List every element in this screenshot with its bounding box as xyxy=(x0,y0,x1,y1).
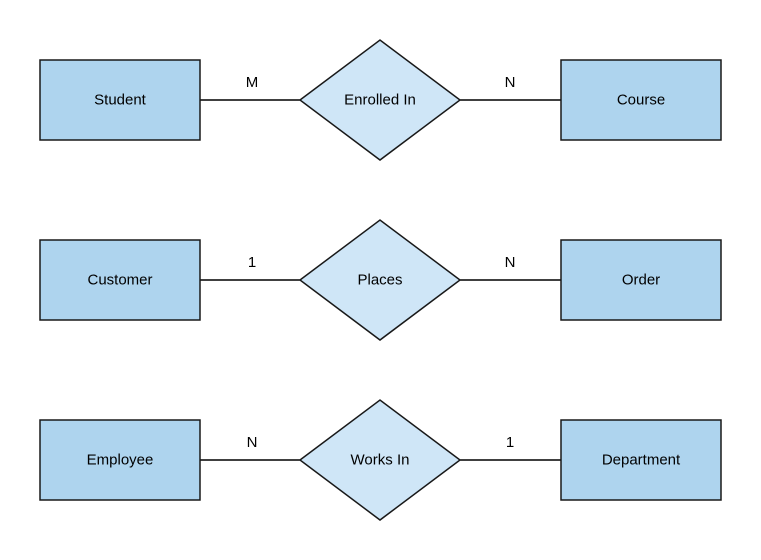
cardinality-label-left: 1 xyxy=(248,254,256,271)
relationship-label-enrolled-in: Enrolled In xyxy=(344,92,416,109)
entity-label-course: Course xyxy=(617,92,665,109)
er-row-employee-department: Employee Works In Department N 1 xyxy=(39,399,722,521)
entity-box-order xyxy=(560,239,722,321)
entity-box-employee xyxy=(39,419,201,501)
relationship-diamond-works-in xyxy=(298,399,462,521)
cardinality-label-left: M xyxy=(246,74,259,91)
entity-label-department: Department xyxy=(602,452,681,469)
cardinality-label-left: N xyxy=(247,434,258,451)
er-row-student-course: Student Enrolled In Course M N xyxy=(39,39,722,161)
cardinality-label-right: 1 xyxy=(506,434,514,451)
relationship-diamond-places xyxy=(298,219,462,341)
cardinality-label-right: N xyxy=(505,254,516,271)
entity-box-customer xyxy=(39,239,201,321)
relationship-label-places: Places xyxy=(357,272,402,289)
relationship-diamond-enrolled-in xyxy=(298,39,462,161)
entity-label-order: Order xyxy=(622,272,660,289)
relationship-label-works-in: Works In xyxy=(351,452,410,469)
entity-box-student xyxy=(39,59,201,141)
entity-box-department xyxy=(560,419,722,501)
entity-label-employee: Employee xyxy=(87,452,154,469)
entity-label-student: Student xyxy=(94,92,147,109)
cardinality-label-right: N xyxy=(505,74,516,91)
entity-box-course xyxy=(560,59,722,141)
entity-label-customer: Customer xyxy=(87,272,152,289)
er-row-customer-order: Customer Places Order 1 N xyxy=(39,219,722,341)
